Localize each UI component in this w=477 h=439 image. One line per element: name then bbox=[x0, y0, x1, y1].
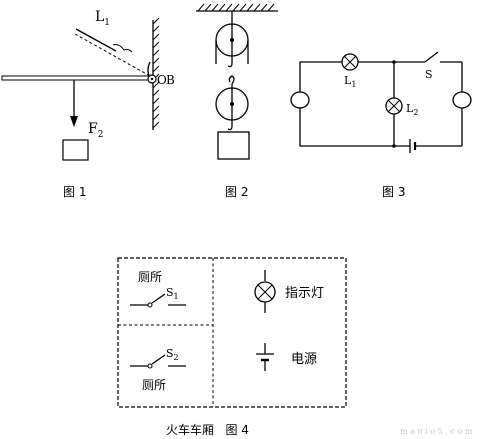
switch-s bbox=[424, 51, 439, 63]
figure-1-lever: O B L1 F2 图 1 bbox=[1, 9, 175, 199]
carriage-outline bbox=[117, 257, 347, 408]
figure-4-carriage: 厕所 S1 S2 厕所 指示灯 bbox=[117, 257, 347, 437]
solid-force-line bbox=[75, 28, 117, 52]
label-l1-lamp: L1 bbox=[344, 74, 356, 89]
label-f2: F2 bbox=[88, 121, 103, 140]
wall-hatching bbox=[152, 17, 160, 129]
meter-right bbox=[452, 91, 472, 109]
figure-3-caption: 图 3 bbox=[382, 185, 405, 199]
label-b: B bbox=[166, 73, 175, 87]
movable-pulley bbox=[215, 84, 249, 121]
toilet-top-label: 厕所 bbox=[138, 270, 162, 284]
switch-s1 bbox=[130, 293, 186, 308]
label-o: O bbox=[157, 73, 167, 87]
watermark: m a n i o 5 . c o m bbox=[400, 427, 473, 436]
label-l2-lamp: L2 bbox=[406, 102, 418, 117]
indicator-lamp-symbol bbox=[254, 270, 276, 313]
figure-4-caption: 火车车厢 图 4 bbox=[166, 422, 249, 437]
f2-arrowhead bbox=[70, 116, 78, 127]
switch-s2 bbox=[130, 354, 186, 369]
ceiling-hatching bbox=[197, 3, 275, 12]
power-source-symbol bbox=[256, 343, 274, 371]
dashed-force-line bbox=[74, 33, 151, 77]
pulley-top-hook bbox=[228, 75, 235, 85]
wire-left bbox=[299, 61, 394, 92]
bottom-hook bbox=[227, 120, 233, 131]
toilet-bottom-label: 厕所 bbox=[142, 378, 166, 392]
l1-brace bbox=[112, 44, 133, 53]
weight-block bbox=[62, 139, 89, 161]
label-l1: L1 bbox=[95, 9, 110, 28]
label-s: S bbox=[425, 68, 433, 81]
label-s1: S1 bbox=[166, 286, 179, 301]
figure-3-circuit: L1 L2 S 图 3 bbox=[290, 51, 472, 199]
lever-bar bbox=[1, 75, 153, 81]
load-block bbox=[217, 131, 250, 160]
top-hook bbox=[227, 56, 233, 68]
figure-2-pulleys: 图 2 bbox=[196, 3, 278, 199]
power-label: 电源 bbox=[291, 352, 317, 367]
figure-1-caption: 图 1 bbox=[63, 185, 86, 199]
label-s2: S2 bbox=[166, 347, 179, 362]
indicator-label: 指示灯 bbox=[285, 286, 324, 301]
meter-left bbox=[290, 91, 310, 109]
figure-2-caption: 图 2 bbox=[225, 185, 248, 199]
